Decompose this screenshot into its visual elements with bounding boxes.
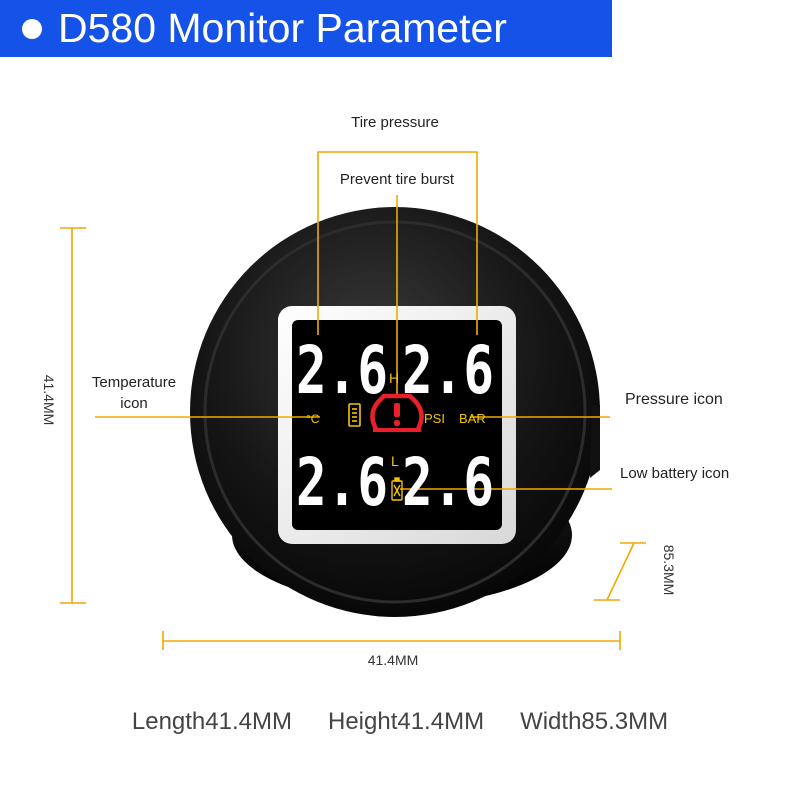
spec-line: Length41.4MM Height41.4MM Width85.3MM [0, 708, 800, 736]
header-banner: D580 Monitor Parameter [0, 0, 612, 57]
callout-lines [60, 151, 646, 650]
label-temperature: Temperature icon [72, 372, 196, 414]
label-pressure-icon: Pressure icon [625, 391, 723, 408]
reading-top-left: 2.6 [296, 332, 388, 409]
bar-mark: BAR [459, 411, 486, 426]
spec-length: Length41.4MM [131, 708, 292, 735]
device-rim [203, 220, 587, 604]
label-prevent-burst: Prevent tire burst [339, 171, 455, 188]
label-tire-pressure: Tire pressure [351, 114, 439, 131]
dim-left-label: 41.4MM [41, 374, 57, 426]
width-dimension-line [606, 542, 635, 601]
reading-top-right: 2.6 [402, 332, 494, 409]
reading-bottom-right: 2.6 [402, 444, 494, 521]
high-mark: H [389, 370, 399, 386]
reading-bottom-left: 2.6 [296, 444, 388, 521]
celsius-mark: °C [306, 412, 320, 426]
battery-icon [391, 477, 403, 501]
tire-alert-icon [370, 393, 424, 432]
label-temperature-line2: icon [120, 395, 148, 412]
tire-pressure-line [317, 151, 478, 335]
thermometer-icon [348, 403, 361, 427]
bullet-icon [22, 18, 42, 39]
page-title: D580 Monitor Parameter [58, 5, 507, 51]
pressure-readings: 2.6 2.6 2.6 2.6 [296, 332, 494, 521]
dim-right-label: 85.3MM [661, 544, 677, 596]
low-mark: L [391, 453, 399, 469]
spec-width: Width85.3MM [520, 708, 669, 735]
dim-bottom-label: 41.4MM [367, 652, 419, 668]
spec-height: Height41.4MM [327, 708, 485, 735]
device-side-button [590, 405, 600, 478]
psi-mark: PSI [424, 411, 445, 426]
label-temperature-line1: Temperature [91, 374, 177, 391]
label-low-battery: Low battery icon [620, 465, 730, 482]
